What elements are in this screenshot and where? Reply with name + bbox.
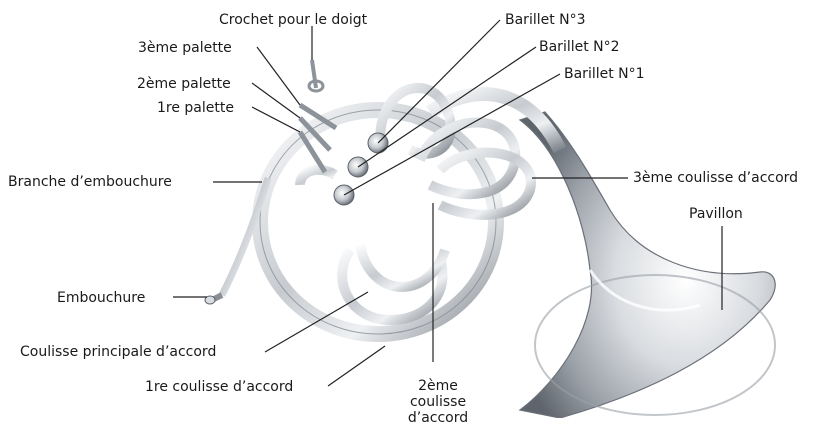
bell-shape xyxy=(520,112,775,418)
label-valve-2: Barillet N°2 xyxy=(539,39,620,55)
label-main-slide: Coulisse principale d’accord xyxy=(20,344,216,360)
main-coil xyxy=(260,94,560,334)
label-mouthpiece: Embouchure xyxy=(57,290,145,306)
label-bell: Pavillon xyxy=(689,206,743,222)
label-lever-1: 1re palette xyxy=(157,100,234,116)
finger-hook-shape xyxy=(309,60,323,91)
label-third-slide: 3ème coulisse d’accord xyxy=(633,170,798,186)
valve-caps xyxy=(334,133,388,205)
label-first-slide: 1re coulisse d’accord xyxy=(145,379,293,395)
label-valve-1: Barillet N°1 xyxy=(564,66,645,82)
label-leadpipe: Branche d’embouchure xyxy=(8,174,172,190)
label-valve-3: Barillet N°3 xyxy=(505,12,586,28)
label-finger-hook: Crochet pour le doigt xyxy=(219,12,367,28)
label-lever-2: 2ème palette xyxy=(137,76,231,92)
label-second-slide: 2ème coulisse d’accord xyxy=(388,378,488,426)
label-lever-3: 3ème palette xyxy=(138,40,232,56)
